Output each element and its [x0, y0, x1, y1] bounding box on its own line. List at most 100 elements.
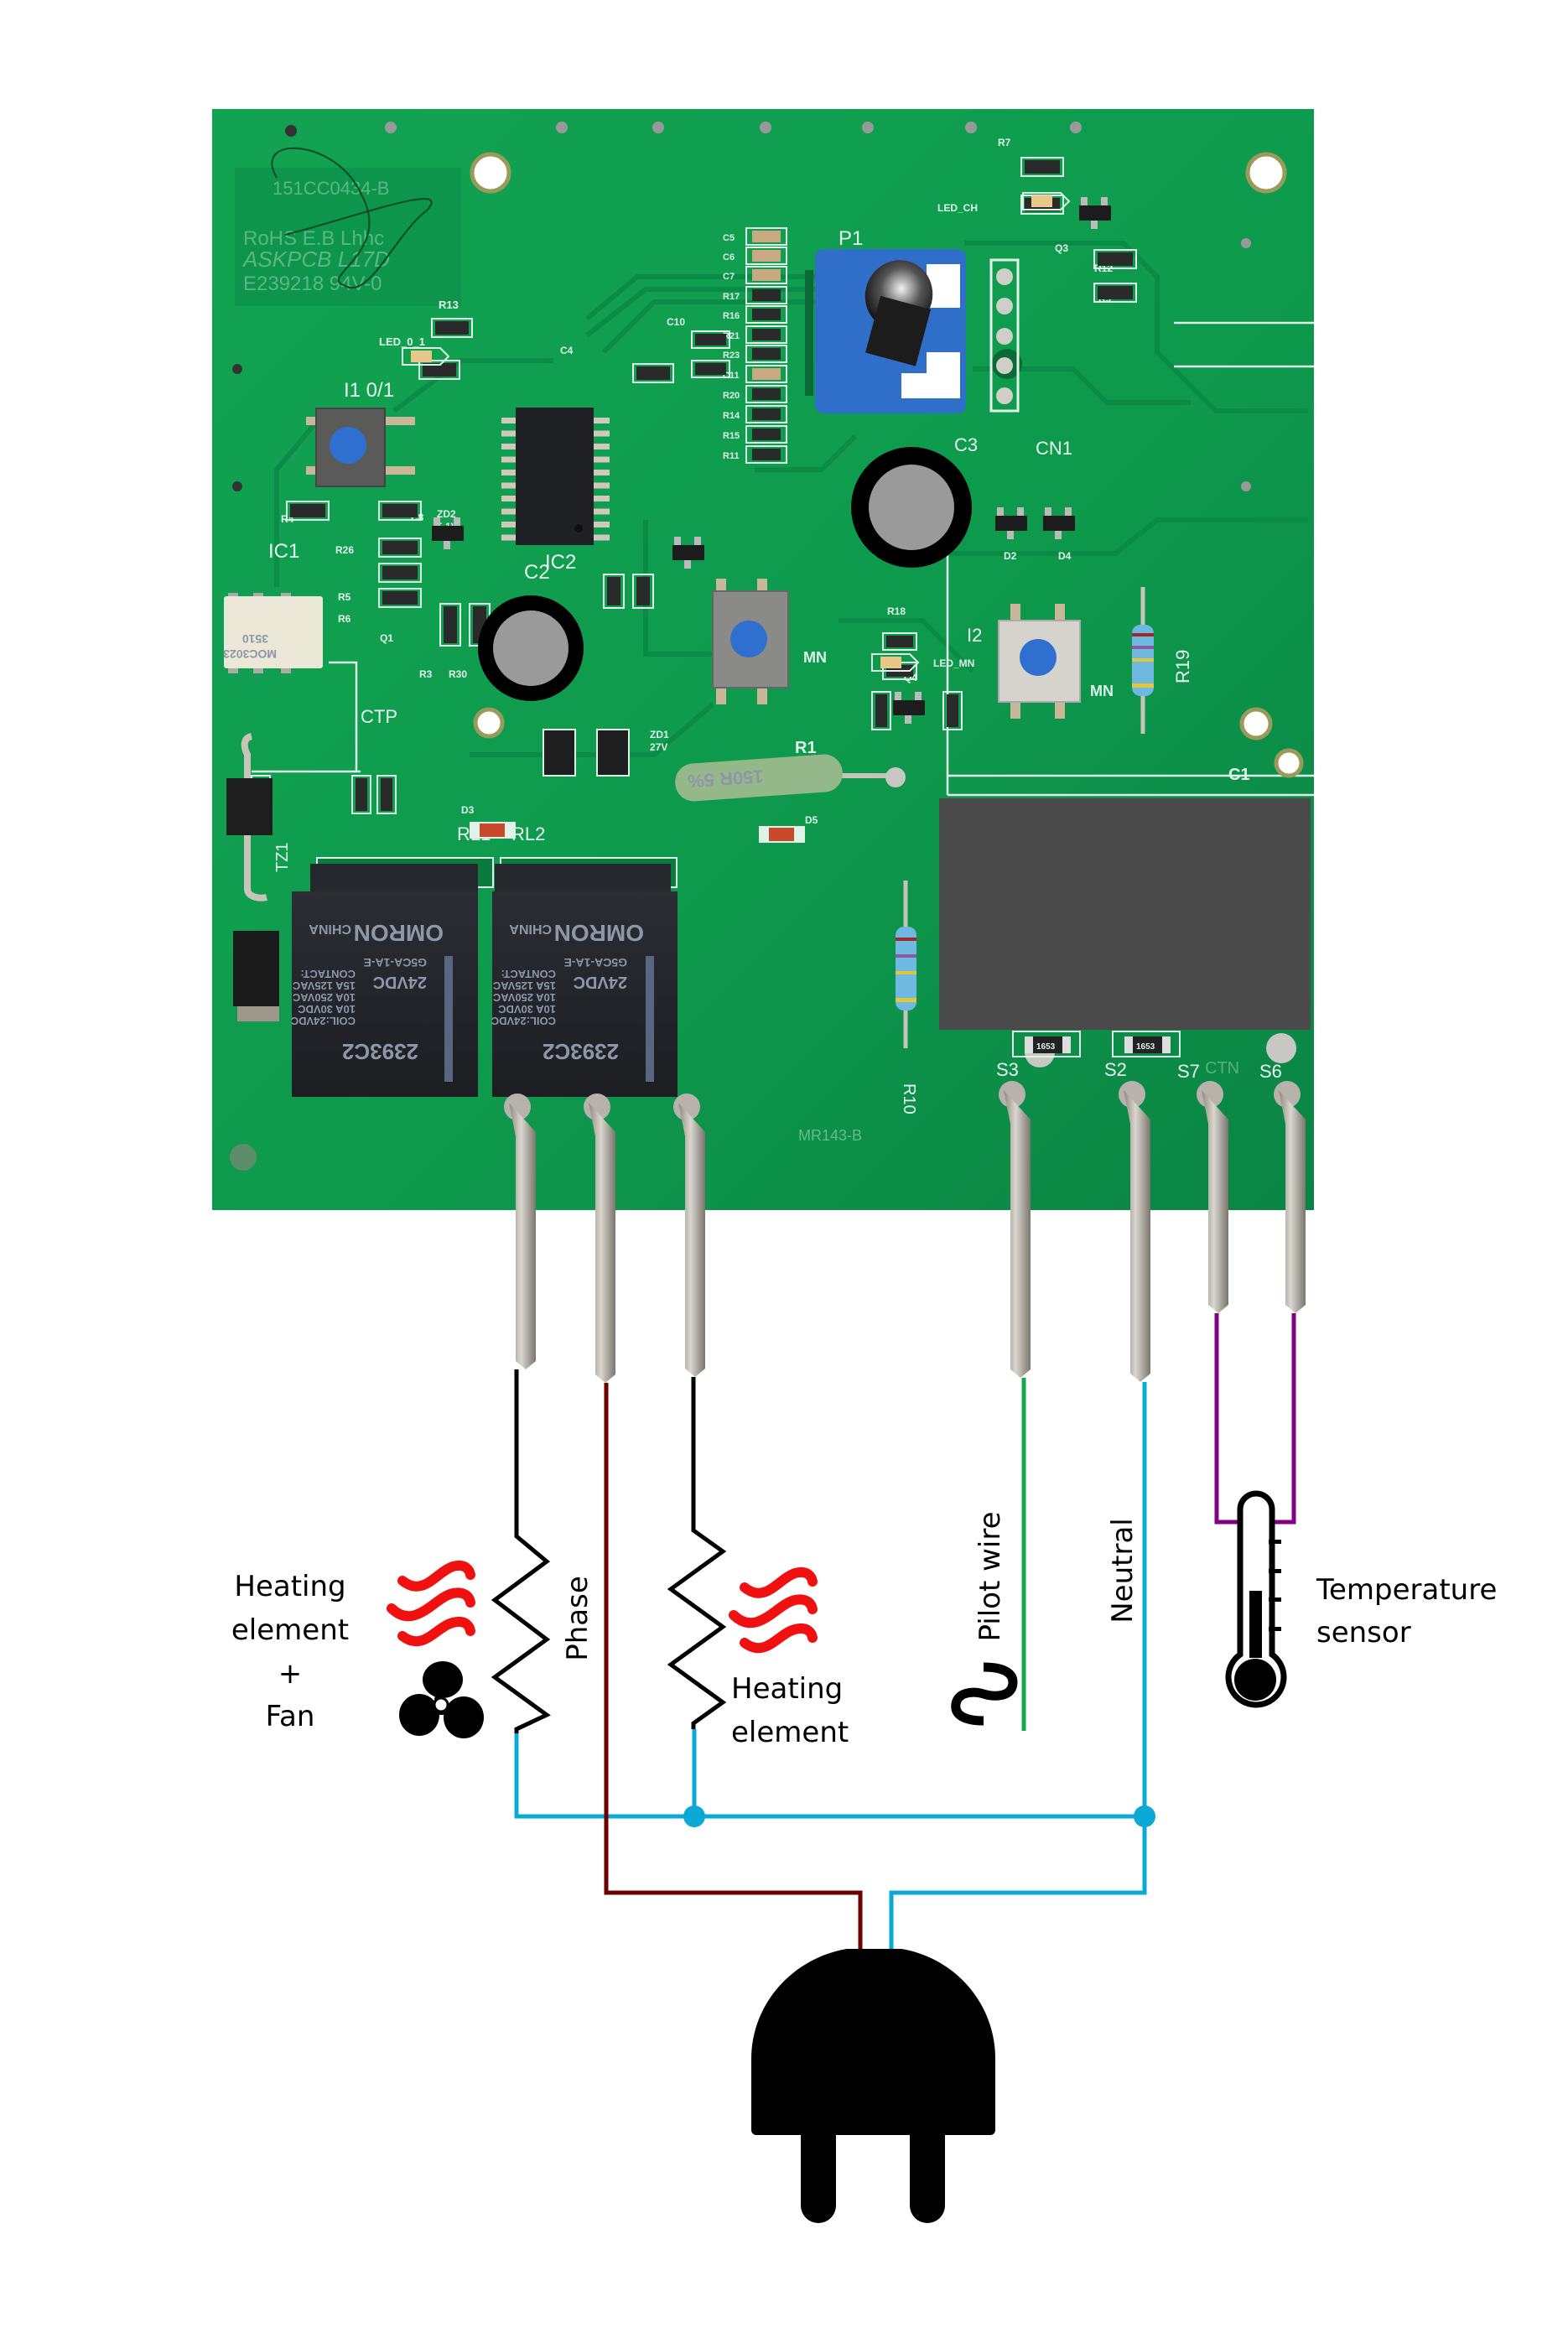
relay-voltage: 24VDC [373, 973, 427, 991]
heat-waves-icon [387, 1561, 475, 1647]
ic-pin [593, 534, 610, 541]
smd-component: C7 [723, 266, 787, 284]
spade-terminal [1119, 1081, 1150, 1382]
label-temperature-sensor: Temperature sensor [1316, 1573, 1497, 1649]
button-cap[interactable] [330, 427, 366, 464]
label-r19: R19 [1172, 650, 1193, 683]
relay-brand: OMRON [354, 920, 444, 946]
smd-component [378, 538, 422, 558]
relay-rating: 10A 250VAC [492, 991, 556, 1004]
relay-origin: CHINA [309, 922, 351, 936]
ic-pin [593, 522, 610, 527]
transistor [1043, 507, 1075, 539]
smd-component [1093, 249, 1137, 269]
zener-diodes [470, 729, 805, 843]
label-heating-element: Heating element [731, 1672, 849, 1749]
via [556, 122, 568, 133]
label-r30: R30 [449, 668, 467, 680]
ic-pin [593, 430, 610, 437]
push-button-i2[interactable] [998, 604, 1081, 719]
smd-component [286, 501, 330, 521]
relay-rating: 15A 125VAC [492, 979, 556, 992]
label-r7: R7 [998, 137, 1011, 148]
smd-value: 1653 [1136, 1042, 1155, 1052]
via [965, 122, 977, 133]
ic1-code: 3510 [242, 632, 268, 646]
wire-neutral-bus [514, 1733, 1145, 1819]
label-zd1-value: 27V [650, 741, 667, 753]
push-button-i1[interactable] [306, 408, 415, 487]
smd-component: C6 [723, 247, 787, 265]
smd-component [378, 563, 422, 583]
spade-terminal [1274, 1081, 1306, 1313]
resistor-r10 [896, 881, 916, 1048]
push-button-mn[interactable] [712, 579, 789, 704]
transistor [672, 537, 704, 569]
spade-terminal [584, 1094, 615, 1383]
via [652, 122, 664, 133]
smd-label: R23 [723, 351, 740, 361]
label-c1: C1 [1228, 766, 1250, 784]
redacted-cover [939, 798, 1311, 1030]
label-line: Temperature [1316, 1573, 1497, 1607]
ic-pin [501, 444, 517, 449]
label-line: sensor [1316, 1616, 1411, 1649]
ic-pin [593, 496, 610, 501]
smd-component: R23 [723, 345, 787, 363]
via [1241, 238, 1251, 248]
smd-value: 1653 [1036, 1042, 1056, 1052]
smd-component [1020, 157, 1064, 177]
mounting-hole [1239, 707, 1273, 740]
mounting-hole [1245, 152, 1287, 194]
marking-area [235, 168, 461, 306]
label-line: Heating [234, 1570, 345, 1603]
label-line: element [231, 1613, 349, 1647]
ic-body [516, 408, 594, 545]
label-c4: C4 [560, 345, 574, 356]
relay-model: G5CA-1A-E [364, 956, 427, 969]
potentiometer-p1[interactable] [805, 249, 966, 413]
label-mn-1: MN [803, 649, 827, 666]
marking-line: ASKPCB L17D [241, 247, 390, 272]
pcb-silk-lines [252, 321, 1314, 797]
smd-component [376, 775, 397, 814]
smd-label: R20 [723, 391, 740, 401]
via [760, 122, 771, 133]
tz1-diode [226, 733, 279, 1021]
label-zd2: ZD2 [437, 508, 456, 520]
smd-component: R17 [723, 286, 787, 304]
marking-line: RoHS E.B Lhhc [243, 227, 384, 250]
ic-pin [593, 418, 610, 423]
button-cap[interactable] [1020, 639, 1057, 676]
pcb-marking: 151CC0434-B RoHS E.B Lhhc ASKPCB L17D E2… [235, 147, 461, 306]
power-plug-icon [751, 1949, 995, 2223]
smd-component [378, 501, 422, 521]
relay-rl2: 2393C2 COIL:24VDC 10A 30VDC 10A 250VAC 1… [491, 857, 678, 1097]
transistor [995, 507, 1027, 539]
label-ic1: IC1 [268, 540, 299, 563]
relay-coil: COIL:24VDC [491, 1015, 556, 1027]
via [1241, 481, 1251, 491]
spade-terminal [999, 1081, 1031, 1378]
ic-pin [501, 418, 517, 423]
smd-component: R14 [723, 405, 787, 423]
label-i1: I1 0/1 [344, 379, 394, 402]
button-cap[interactable] [730, 621, 767, 657]
relay-rating: 10A 250VAC [292, 991, 356, 1004]
label-q3: Q3 [1055, 242, 1068, 254]
ic-pin [501, 470, 517, 475]
ic-pin [593, 470, 610, 475]
relay-model: G5CA-1A-E [564, 956, 627, 969]
led [402, 347, 450, 366]
label-rl2: RL2 [511, 823, 545, 844]
smd-component [942, 691, 963, 730]
label-r26: R26 [335, 544, 354, 556]
smd-label: R17 [723, 292, 740, 302]
ic-pin [593, 508, 610, 515]
led [871, 653, 920, 672]
label-mn-2: MN [1090, 683, 1114, 699]
marking-line: E239218 94V-0 [243, 273, 382, 295]
ac-sine-icon [951, 1662, 1018, 1726]
junction-dot [1134, 1805, 1155, 1827]
label-s6: S6 [1259, 1061, 1282, 1082]
